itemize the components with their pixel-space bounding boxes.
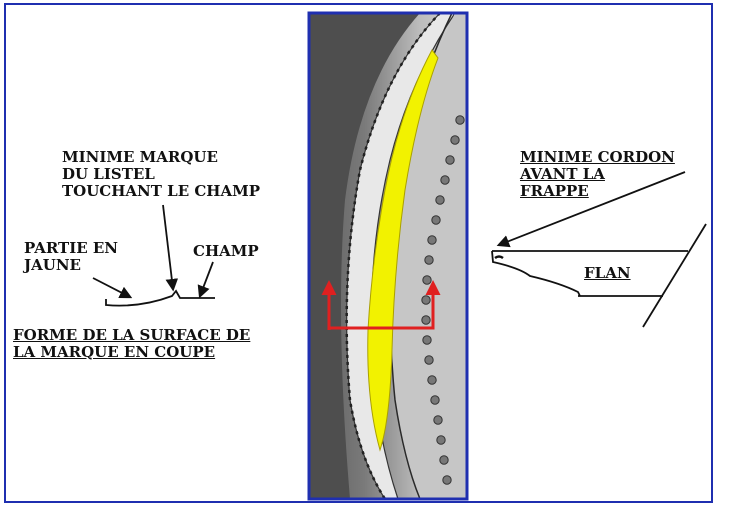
- label-champ: CHAMP: [193, 242, 259, 260]
- surface-section-sketch: [105, 289, 215, 307]
- arrow-to-champ: [197, 261, 214, 299]
- label-minime-cordon: MINIME CORDON AVANT LA FRAPPE: [520, 148, 675, 200]
- label-minime-marque: MINIME MARQUE DU LISTEL TOUCHANT LE CHAM…: [62, 148, 260, 200]
- flan-section-sketch: [491, 223, 707, 328]
- coin-photo: [307, 11, 469, 501]
- label-flan: FLAN: [584, 264, 631, 282]
- label-partie-en-jaune: PARTIE EN JAUNE: [24, 239, 119, 274]
- arrow-to-listel-mark: [162, 204, 179, 292]
- outer-border: [4, 3, 713, 503]
- label-forme-surface: FORME DE LA SURFACE DE LA MARQUE EN COUP…: [13, 326, 251, 361]
- arrow-to-cordon: [496, 171, 686, 248]
- arrow-to-yellow-part: [92, 277, 133, 299]
- red-arrow-right: [329, 280, 441, 330]
